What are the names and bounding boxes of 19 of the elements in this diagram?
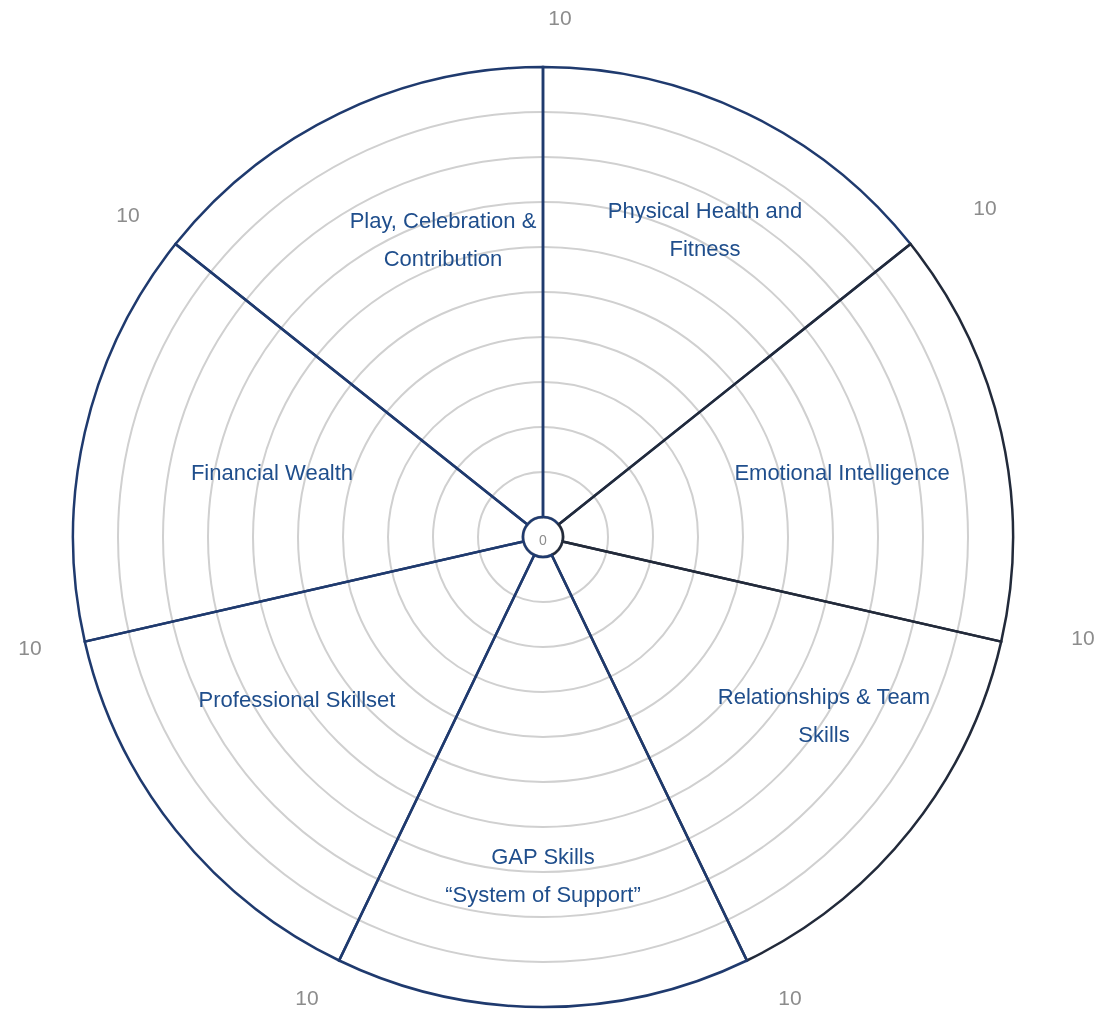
sector-label: GAP Skills [490, 843, 596, 871]
sector-label: Physical Health and Fitness [606, 197, 804, 263]
sector-label: Relationships & Team Skills [716, 683, 932, 749]
sector-label: Financial Wealth [189, 459, 355, 487]
scale-label: 10 [778, 986, 802, 1010]
wheel-sector [556, 241, 1015, 644]
sector-label: Emotional Intelligence [733, 459, 951, 487]
center-scale-label: 0 [539, 532, 547, 548]
scale-label: 10 [973, 196, 997, 220]
scale-label: 10 [1071, 626, 1095, 650]
sector-label: “System of Support” [444, 881, 642, 909]
wheel-sector [173, 65, 545, 527]
scale-label: 10 [18, 636, 42, 660]
scale-label: 10 [116, 203, 140, 227]
sector-label: Play, Celebration & Contribution [348, 207, 538, 273]
wheel-sector [71, 241, 530, 644]
scale-label: 10 [548, 6, 572, 30]
sector-label: Professional Skillset [197, 686, 397, 714]
scale-label: 10 [295, 986, 319, 1010]
